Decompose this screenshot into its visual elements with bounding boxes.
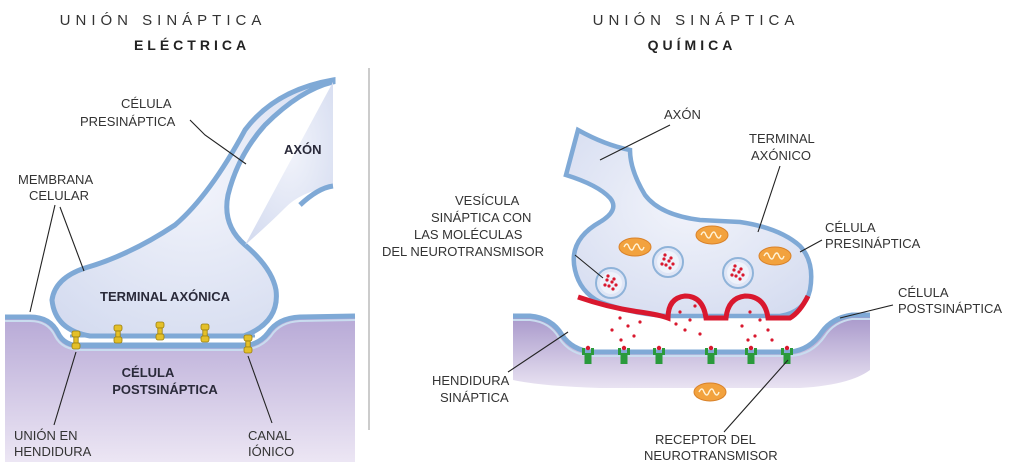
label-celula-postsinaptica-chem-1: CÉLULA bbox=[898, 285, 949, 300]
label-receptor-2: NEUROTRANSMISOR bbox=[644, 448, 778, 462]
label-terminal-axonica: TERMINAL AXÓNICA bbox=[100, 289, 231, 304]
label-membrana-2: CELULAR bbox=[29, 188, 89, 203]
label-hendidura-2: SINÁPTICA bbox=[440, 390, 509, 405]
label-union-1: UNIÓN EN bbox=[14, 428, 78, 443]
label-celula-presinaptica-2: PRESINÁPTICA bbox=[80, 114, 176, 129]
label-vesicula-3: LAS MOLÉCULAS bbox=[414, 227, 523, 242]
subtitle-chemical: QUÍMICA bbox=[648, 37, 737, 53]
postsynaptic-cell-chemical bbox=[513, 315, 870, 388]
label-celula-presinaptica-chem-1: CÉLULA bbox=[825, 220, 876, 235]
subtitle-electrical: ELÉCTRICA bbox=[134, 37, 250, 53]
label-terminal-axonico-1: TERMINAL bbox=[749, 131, 815, 146]
title-chemical: UNIÓN SINÁPTICA bbox=[593, 12, 800, 29]
label-axon-electrical: AXÓN bbox=[284, 142, 322, 157]
label-membrana-1: MEMBRANA bbox=[18, 172, 93, 187]
label-vesicula-4: DEL NEUROTRANSMISOR bbox=[382, 244, 544, 259]
label-receptor-1: RECEPTOR DEL bbox=[655, 432, 756, 447]
label-vesicula-2: SINÁPTICA CON bbox=[431, 210, 531, 225]
electrical-synapse-panel: UNIÓN SINÁPTICA ELÉCTRICA CÉLULA PRESINÁ… bbox=[5, 12, 356, 462]
postsynaptic-cell-electrical bbox=[5, 316, 355, 462]
label-terminal-axonico-2: AXÓNICO bbox=[751, 148, 811, 163]
neurotransmitter-molecules bbox=[610, 304, 774, 342]
active-zone bbox=[577, 293, 811, 322]
label-celula-presinaptica-chem-2: PRESINÁPTICA bbox=[825, 236, 921, 251]
label-union-2: HENDIDURA bbox=[14, 444, 92, 459]
label-canal-2: IÓNICO bbox=[248, 444, 294, 459]
label-axon-chemical: AXÓN bbox=[664, 107, 701, 122]
label-celula-postsinaptica-2: POSTSINÁPTICA bbox=[112, 382, 218, 397]
label-celula-postsinaptica-chem-2: POSTSINÁPTICA bbox=[898, 301, 1002, 316]
title-electrical: UNIÓN SINÁPTICA bbox=[60, 12, 267, 29]
label-celula-postsinaptica-1: CÉLULA bbox=[122, 365, 175, 380]
chemical-synapse-panel: UNIÓN SINÁPTICA QUÍMICA AXÓN TERMINAL AX… bbox=[382, 12, 1002, 462]
label-vesicula-1: VESÍCULA bbox=[455, 193, 520, 208]
label-hendidura-1: HENDIDURA bbox=[432, 373, 510, 388]
label-canal-1: CANAL bbox=[248, 428, 291, 443]
label-celula-presinaptica-1: CÉLULA bbox=[121, 96, 172, 111]
